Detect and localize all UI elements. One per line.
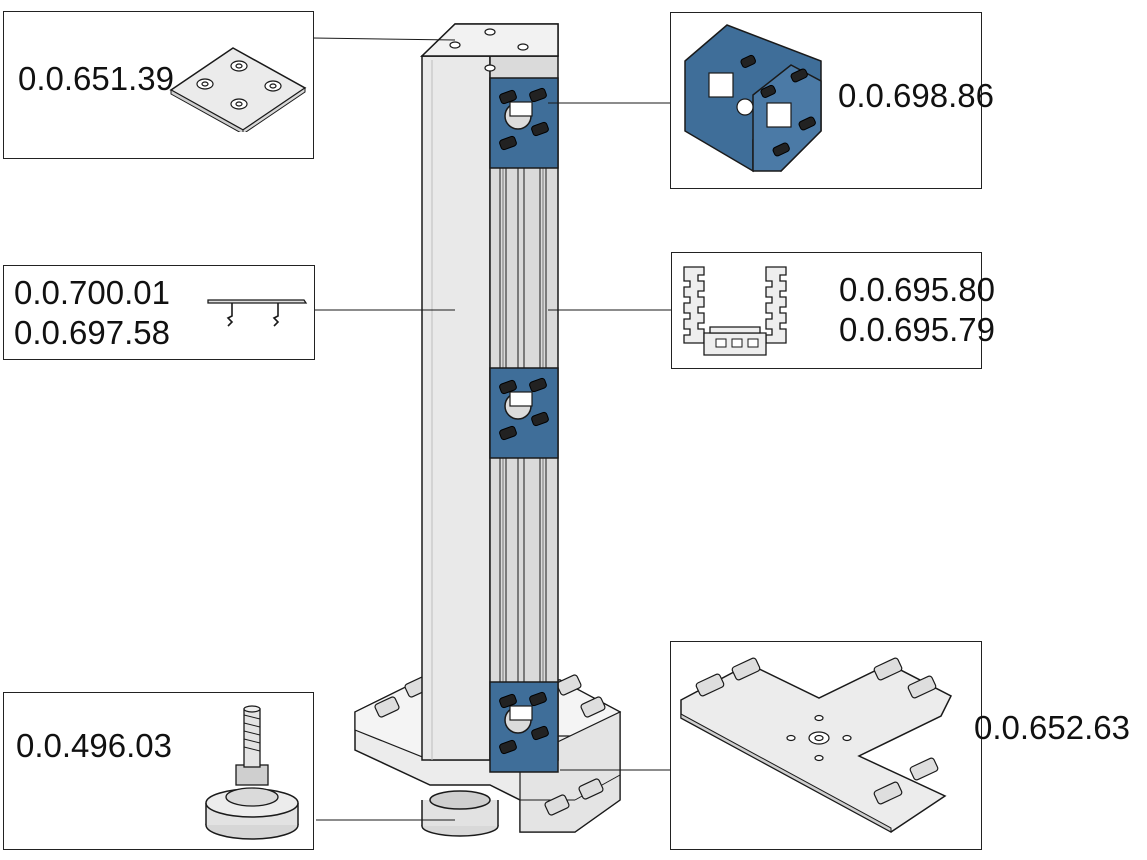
part-number-label: 0.0.695.79 xyxy=(839,311,995,348)
callout-corner-bracket: 0.0.698.86 xyxy=(670,12,994,189)
cover-strip-thumbnail xyxy=(207,299,308,327)
profile-section-thumbnail xyxy=(683,266,787,356)
callout-top-plate: 0.0.651.39 xyxy=(3,11,314,159)
callout-leveling-foot: 0.0.496.03 xyxy=(3,692,314,850)
t-base-plate-thumbnail xyxy=(680,657,953,833)
part-number-label: 0.0.700.01 xyxy=(14,274,170,311)
corner-bracket-thumbnail xyxy=(684,24,822,173)
part-number-label: 0.0.652.63 xyxy=(974,709,1130,746)
part-number-label: 0.0.496.03 xyxy=(16,727,172,764)
part-number-label: 0.0.695.80 xyxy=(839,271,995,308)
top-plate-thumbnail xyxy=(169,47,307,132)
callout-t-base-plate xyxy=(670,641,982,850)
leveling-foot-thumbnail xyxy=(205,705,299,840)
callout-profile: 0.0.695.80 0.0.695.79 xyxy=(671,252,995,369)
part-number-label: 0.0.697.58 xyxy=(14,314,170,351)
part-number-label: 0.0.651.39 xyxy=(18,60,174,97)
callout-cover-strip: 0.0.700.01 0.0.697.58 xyxy=(3,265,315,360)
part-number-label: 0.0.698.86 xyxy=(838,77,994,114)
